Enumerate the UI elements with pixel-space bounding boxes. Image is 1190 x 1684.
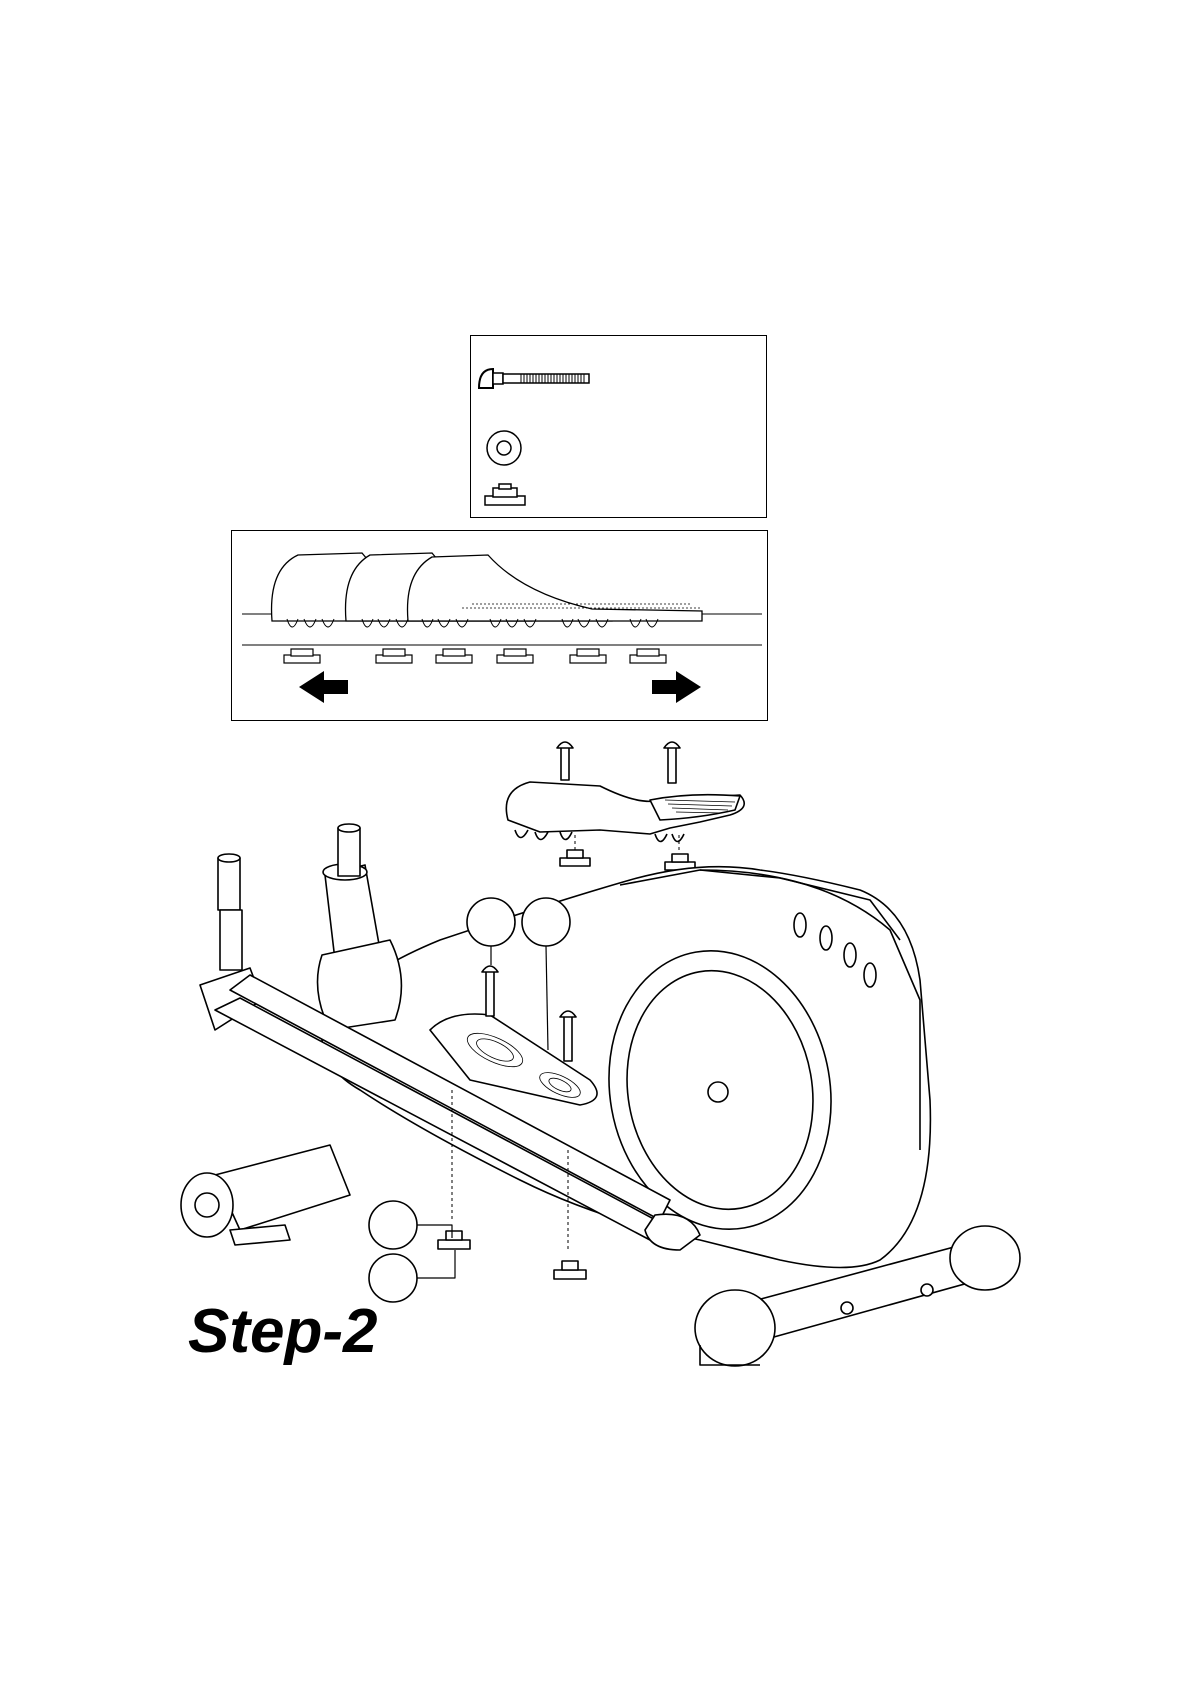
- upright-post: [318, 824, 402, 1030]
- pedal-bolt: [557, 742, 680, 783]
- pedal-knob: [560, 850, 695, 870]
- rear-stabilizer: [181, 1145, 350, 1245]
- floating-pedal: [506, 782, 744, 842]
- step-title: Step-2: [188, 1296, 377, 1367]
- lower-knob: [438, 1231, 586, 1279]
